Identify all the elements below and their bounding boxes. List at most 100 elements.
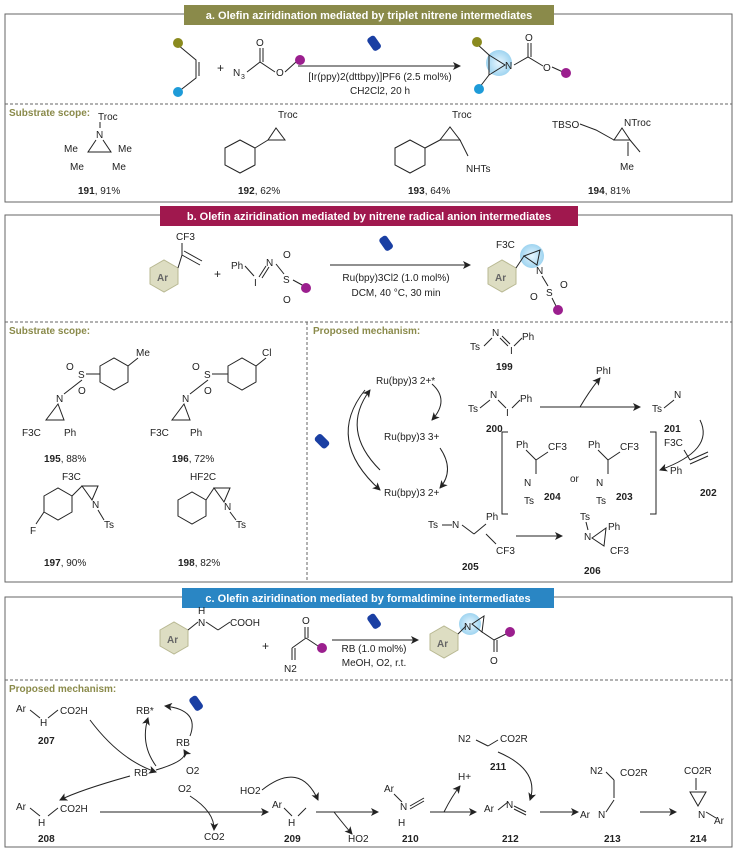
o2-radical-label: O2 — [178, 784, 192, 795]
mechanism-b: Ru(bpy)3 2+* Ru(bpy)3 3+ Ru(bpy)3 2+ Ts … — [314, 328, 717, 577]
co2h-label: CO2H — [60, 804, 88, 815]
compound-213-label: 213 — [604, 834, 621, 845]
s-label: S — [283, 275, 290, 286]
compound-199-label: 199 — [496, 362, 513, 373]
o-label: O — [192, 362, 200, 373]
azide-n-label: N — [233, 68, 240, 79]
h-label: H — [198, 606, 205, 617]
ph-label: Ph — [522, 332, 534, 343]
f3c-label: F3C — [22, 428, 41, 439]
panel-a-catalyst: [Ir(ppy)2(dttbpy)]PF6 (2.5 mol%) — [308, 72, 451, 83]
f3c-label: F3C — [496, 240, 515, 251]
n-label: N — [266, 258, 273, 269]
co2r-label: CO2R — [500, 734, 528, 745]
panel-c-mech-label: Proposed mechanism: — [9, 684, 116, 695]
panel-b-catalyst: Ru(bpy)3Cl2 (1.0 mol%) — [342, 273, 449, 284]
label-me: Me — [136, 348, 150, 359]
compound-193-structure: Troc NHTs — [394, 110, 490, 175]
ph-label: Ph — [64, 428, 76, 439]
cf3-label: CF3 — [176, 232, 195, 243]
panel-a-azide-reagent: N 3 O O — [233, 38, 305, 81]
compound-205-label: 205 — [462, 562, 479, 573]
o-label: O — [490, 656, 498, 667]
panel-b-alkene: Ar CF3 — [149, 232, 203, 293]
n-label: N — [506, 800, 513, 811]
label-ts: Ts — [468, 404, 478, 415]
azide-sub-label: 3 — [241, 74, 245, 81]
ester-o-label: O — [276, 68, 284, 79]
compound-197-label: 197, 90% — [44, 558, 86, 569]
compound-195-label: 195, 88% — [44, 454, 86, 465]
panel-b-title: b. Olefin aziridination mediated by nitr… — [187, 211, 551, 223]
label-cl: Cl — [262, 348, 271, 359]
panel-a-scope-label: Substrate scope: — [9, 108, 90, 119]
label-or: or — [570, 474, 580, 485]
compound-194-structure: TBSO NTroc Me — [552, 118, 651, 173]
panel-b: b. Olefin aziridination mediated by nitr… — [4, 206, 733, 583]
co2r-label: CO2R — [620, 768, 648, 779]
compound-195-structure: Me S O O N F3C Ph — [22, 348, 150, 439]
aryl-label: Ar — [16, 802, 27, 813]
f3c-label: F3C — [62, 472, 81, 483]
aryl-label: Ar — [437, 639, 448, 650]
panel-c-product: Ar N O — [429, 613, 515, 667]
n-label: N — [492, 328, 499, 339]
product-ester-o: O — [543, 63, 551, 74]
label-tbso: TBSO — [552, 120, 579, 131]
compound-198-structure: HF2C N Ts — [177, 472, 246, 531]
s-label: S — [204, 370, 211, 381]
panel-b-scope-label: Substrate scope: — [9, 326, 90, 337]
label-troc: Troc — [278, 110, 298, 121]
n-label: N — [400, 802, 407, 813]
s-label: S — [78, 370, 85, 381]
aryl-label: Ar — [16, 704, 27, 715]
blue-led-icon — [367, 613, 381, 629]
label-f: F — [30, 526, 36, 537]
n2-label: N2 — [458, 734, 471, 745]
n-label: N — [224, 502, 231, 513]
compound-206-label: 206 — [584, 566, 601, 577]
compound-197-structure: F F3C N Ts — [30, 472, 114, 537]
blue-dot — [173, 87, 183, 97]
product-carbonyl-o: O — [525, 33, 533, 44]
ph-label: Ph — [520, 394, 532, 405]
blue-led-icon — [314, 434, 330, 449]
label-n: N — [96, 130, 103, 141]
hplus-label: H+ — [458, 772, 471, 783]
s-label: S — [546, 288, 553, 299]
label-hf2c: HF2C — [190, 472, 216, 483]
compound-198-label: 198, 82% — [178, 558, 220, 569]
co2h-label: CO2H — [60, 706, 88, 717]
label-ts: Ts — [596, 496, 606, 507]
ho2-label: HO2 — [240, 786, 261, 797]
cf3-label: CF3 — [610, 546, 629, 557]
n2-label: N2 — [590, 766, 603, 777]
co2-label: CO2 — [204, 832, 225, 843]
compound-193-label: 193, 64% — [408, 186, 450, 197]
o-label: O — [560, 280, 568, 291]
cooh-label: COOH — [230, 618, 260, 629]
panel-c-title: c. Olefin aziridination mediated by form… — [205, 593, 530, 605]
aryl-label: Ar — [580, 810, 591, 821]
purple-dot — [295, 55, 305, 65]
f3c-label: F3C — [150, 428, 169, 439]
panel-a-title-bg — [184, 5, 554, 25]
label-me: Me — [112, 162, 126, 173]
compound-209-label: 209 — [284, 834, 301, 845]
ph-label: Ph — [608, 522, 620, 533]
label-troc: Troc — [98, 112, 118, 123]
ph-label: Ph — [231, 261, 243, 272]
n-label: N — [584, 532, 591, 543]
panel-c-reaction-arrow: RB (1.0 mol%) MeOH, O2, r.t. — [332, 613, 419, 669]
aryl-label: Ar — [484, 804, 495, 815]
compound-192-structure: Troc — [224, 110, 298, 174]
ho2-label: HO2 — [348, 834, 369, 845]
n-label: N — [598, 810, 605, 821]
n-label: N — [596, 478, 603, 489]
panel-c-substrate: Ar H N COOH — [159, 606, 260, 655]
panel-b-mech-label: Proposed mechanism: — [313, 326, 420, 337]
label-ntroc: NTroc — [624, 118, 651, 129]
aryl-label: Ar — [495, 273, 506, 284]
label-me: Me — [620, 162, 634, 173]
